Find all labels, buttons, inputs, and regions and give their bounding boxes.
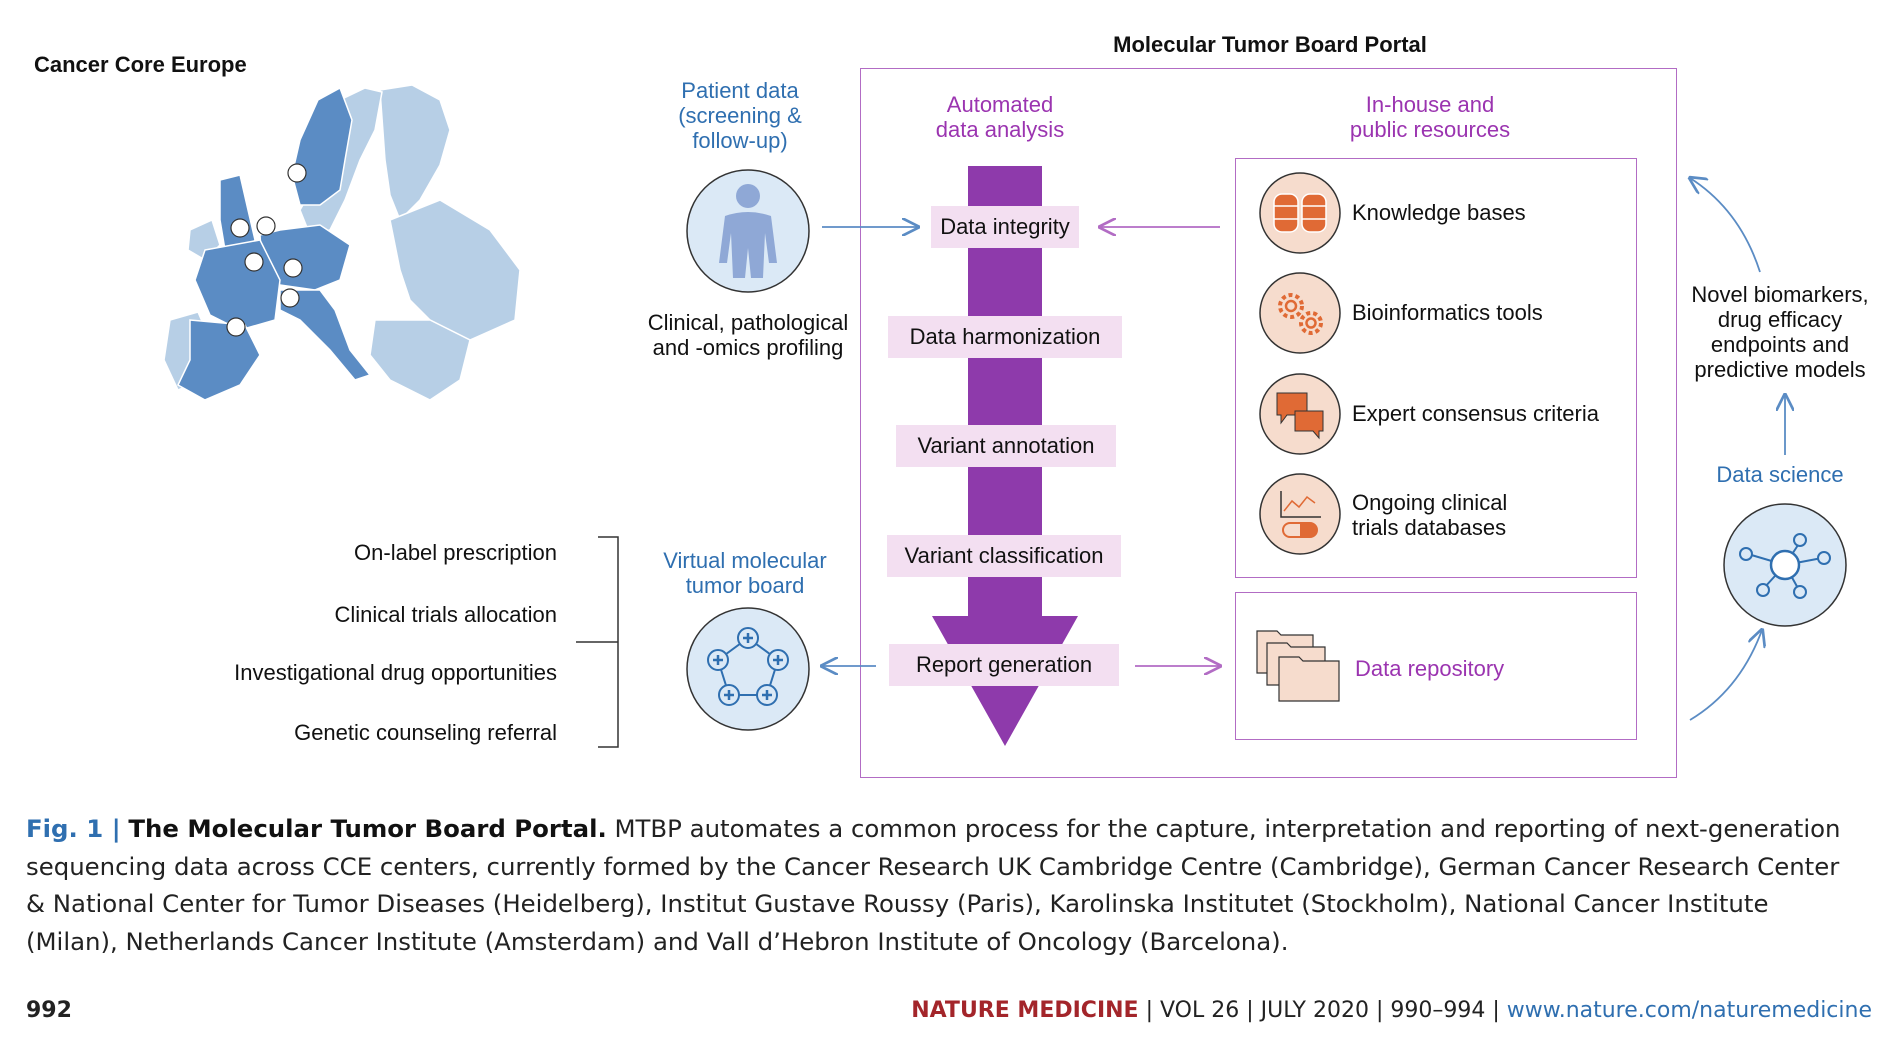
journal-issue: | VOL 26 | JULY 2020 | 990–994 | — [1138, 998, 1507, 1023]
map-finland — [379, 84, 451, 222]
step-data-integrity: Data integrity — [931, 206, 1079, 248]
resource-knowledge-bases: Knowledge bases — [1352, 200, 1526, 225]
speech-bubbles-icon — [1259, 373, 1341, 455]
map-east — [389, 199, 521, 341]
map-balkans — [369, 319, 471, 401]
europe-map — [163, 84, 521, 401]
portal-frame — [860, 68, 1677, 778]
resource-clinical-trials: Ongoing clinical trials databases — [1352, 490, 1508, 540]
resources-box — [1235, 158, 1637, 578]
step-data-harmonization: Data harmonization — [888, 316, 1122, 358]
chart-pill-icon — [1259, 473, 1341, 555]
journal-url[interactable]: www.nature.com/naturemedicine — [1506, 998, 1872, 1023]
resources-title: In-house and public resources — [1349, 92, 1511, 142]
map-sweden — [291, 86, 353, 206]
page-number: 992 — [26, 998, 72, 1023]
step-variant-annotation: Variant annotation — [896, 425, 1116, 467]
gears-icon — [1259, 272, 1341, 354]
outcomes-bracket — [576, 536, 619, 748]
step-report-generation: Report generation — [889, 644, 1119, 686]
figure: Cancer Core Europe On-label prescription… — [0, 0, 1882, 778]
repository-label: Data repository — [1355, 656, 1505, 681]
figure-caption: Fig. 1 | The Molecular Tumor Board Porta… — [26, 810, 1856, 960]
arrow-repository-to-science — [1689, 630, 1762, 721]
resource-expert-consensus: Expert consensus criteria — [1352, 401, 1599, 426]
map-italy — [279, 289, 372, 381]
marker-paris — [244, 252, 264, 272]
science-label: Data science — [1716, 462, 1844, 487]
outcome-investigational: Investigational drug opportunities — [234, 660, 557, 685]
caption-figure-number: Fig. 1 | — [26, 814, 121, 843]
outcome-trials: Clinical trials allocation — [334, 602, 557, 627]
marker-stockholm — [287, 163, 307, 183]
resource-bioinformatics: Bioinformatics tools — [1352, 300, 1543, 325]
database-icon — [1259, 172, 1341, 254]
caption-text: MTBP automates a common process for the … — [26, 814, 1841, 956]
marker-cambridge — [230, 218, 250, 238]
map-title: Cancer Core Europe — [34, 52, 247, 77]
outcome-on-label: On-label prescription — [354, 540, 557, 565]
connector-arrows — [0, 0, 1882, 721]
marker-milan — [280, 288, 300, 308]
portal-title: Molecular Tumor Board Portal — [1113, 32, 1427, 57]
analysis-title: Automated data analysis — [935, 92, 1065, 142]
tumor-board-icon — [686, 607, 810, 731]
journal-footer: NATURE MEDICINE | VOL 26 | JULY 2020 | 9… — [911, 998, 1872, 1023]
journal-name: NATURE MEDICINE — [911, 998, 1139, 1023]
arrow-output-to-portal — [1690, 178, 1761, 273]
patient-title: Patient data (screening & follow-up) — [678, 78, 802, 153]
profiling-label: Clinical, pathological and -omics profil… — [647, 310, 849, 360]
marker-heidelberg — [283, 258, 303, 278]
patient-icon — [686, 169, 810, 293]
vmtb-title: Virtual molecular tumor board — [663, 548, 827, 598]
outcome-genetic: Genetic counseling referral — [294, 720, 557, 745]
marker-amsterdam — [256, 216, 276, 236]
map-spain — [177, 319, 261, 401]
marker-barcelona — [226, 317, 246, 337]
repository-box — [1235, 592, 1637, 740]
network-icon — [1723, 503, 1847, 627]
folders-icon — [1256, 630, 1340, 702]
science-output: Novel biomarkers, drug efficacy endpoint… — [1691, 282, 1869, 382]
step-variant-classification: Variant classification — [887, 535, 1121, 577]
caption-title: The Molecular Tumor Board Portal. — [128, 814, 607, 843]
